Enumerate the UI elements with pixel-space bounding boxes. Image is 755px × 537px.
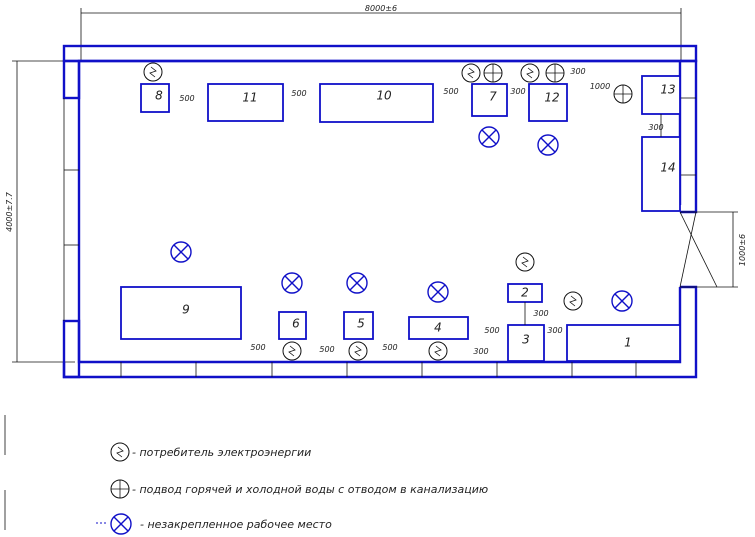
width-dimension: 8000±6 [80, 4, 682, 60]
legend-workplace-label: - незакрепленное рабочее место [140, 518, 332, 531]
legend: - потребитель электроэнергии - подвод го… [96, 442, 488, 535]
height-dimension: 4000±7.7 [5, 60, 75, 363]
spacing-13-14: 300 [648, 123, 663, 132]
water-supply-icon [545, 63, 565, 83]
equipment-12-label: 12 [544, 91, 559, 105]
connector-lines [524, 114, 662, 325]
equipment-2-label: 2 [521, 286, 529, 300]
electric-icon [461, 63, 481, 83]
equipment-7: 7 [471, 83, 508, 117]
width-dimension-label: 8000±6 [365, 4, 397, 13]
equipment-11: 11 [207, 83, 284, 122]
equipment-8-label: 8 [155, 89, 163, 103]
equipment-1-label: 1 [624, 336, 632, 350]
spacing-5-4: 500 [382, 343, 397, 352]
spacing-12-13: 1000 [590, 82, 610, 91]
spacing-4-3: 500 [484, 326, 499, 335]
electric-icon [563, 291, 583, 311]
equipment-5: 5 [343, 311, 374, 340]
equipment-10-label: 10 [376, 89, 392, 103]
equipment-14-label: 14 [660, 161, 675, 175]
water-supply-icon [613, 84, 633, 104]
equipment-3-label: 3 [522, 333, 530, 347]
legend-electric: - потребитель электроэнергии [110, 442, 311, 462]
equipment-12: 12 [528, 83, 568, 122]
equipment-3: 3 [507, 324, 545, 362]
equipment-13-label: 13 [660, 83, 675, 97]
equipment-7-label: 7 [489, 90, 497, 104]
workplace-symbols [170, 126, 633, 312]
legend-workplace: - незакрепленное рабочее место [96, 513, 332, 535]
workplace-icon [537, 134, 559, 156]
spacing-10-7: 500 [443, 87, 458, 96]
workplace-icon [478, 126, 500, 148]
legend-electric-label: - потребитель электроэнергии [132, 446, 311, 459]
electric-icon [515, 252, 535, 272]
spacing-3-1: 300 [547, 326, 562, 335]
equipment-9: 9 [120, 286, 242, 340]
equipment-2: 2 [507, 283, 543, 303]
spacing-4-wall: 300 [473, 347, 488, 356]
spacing-8-11: 500 [179, 94, 194, 103]
electric-icon [282, 341, 302, 361]
water-supply-icon [110, 479, 130, 499]
electric-icon [348, 341, 368, 361]
water-supply-icon [483, 63, 503, 83]
equipment-14: 14 [641, 136, 681, 212]
workplace-icon [611, 290, 633, 312]
spacing-6-5: 500 [319, 345, 334, 354]
workplace-icon [346, 272, 368, 294]
equipment-4: 4 [408, 316, 469, 340]
spacing-12-wall: 300 [570, 67, 585, 76]
electric-icon [428, 341, 448, 361]
equipment-5-label: 5 [357, 317, 365, 331]
equipment-10: 10 [319, 83, 434, 123]
equipment-11-label: 11 [242, 91, 257, 105]
electric-icon [143, 62, 163, 82]
height-dimension-label: 4000±7.7 [5, 191, 14, 232]
equipment-8: 8 [140, 83, 170, 113]
spacing-2-3: 300 [533, 309, 548, 318]
spacing-7-12: 300 [510, 87, 525, 96]
legend-water-label: - подвод горячей и холодной воды с отвод… [132, 483, 488, 496]
workplace-icon [170, 241, 192, 263]
legend-water: - подвод горячей и холодной воды с отвод… [110, 479, 488, 499]
equipment-9-label: 9 [182, 303, 190, 317]
electric-icon [520, 63, 540, 83]
door: 1000±6 [679, 211, 747, 288]
equipment-6-label: 6 [292, 317, 300, 331]
spacing-labels: 500 500 500 300 300 1000 300 500 500 500… [179, 67, 663, 356]
equipment-4-label: 4 [434, 321, 442, 335]
electric-icon [110, 442, 130, 462]
equipment-6: 6 [278, 311, 307, 340]
spacing-11-10: 500 [291, 89, 306, 98]
equipment-13: 13 [641, 75, 681, 115]
workplace-icon [110, 513, 132, 535]
equipment-1: 1 [566, 324, 681, 362]
workplace-icon [427, 281, 449, 303]
door-dimension-label: 1000±6 [738, 234, 747, 266]
workplace-icon [281, 272, 303, 294]
spacing-9-6: 500 [250, 343, 265, 352]
window-marks [63, 98, 637, 377]
